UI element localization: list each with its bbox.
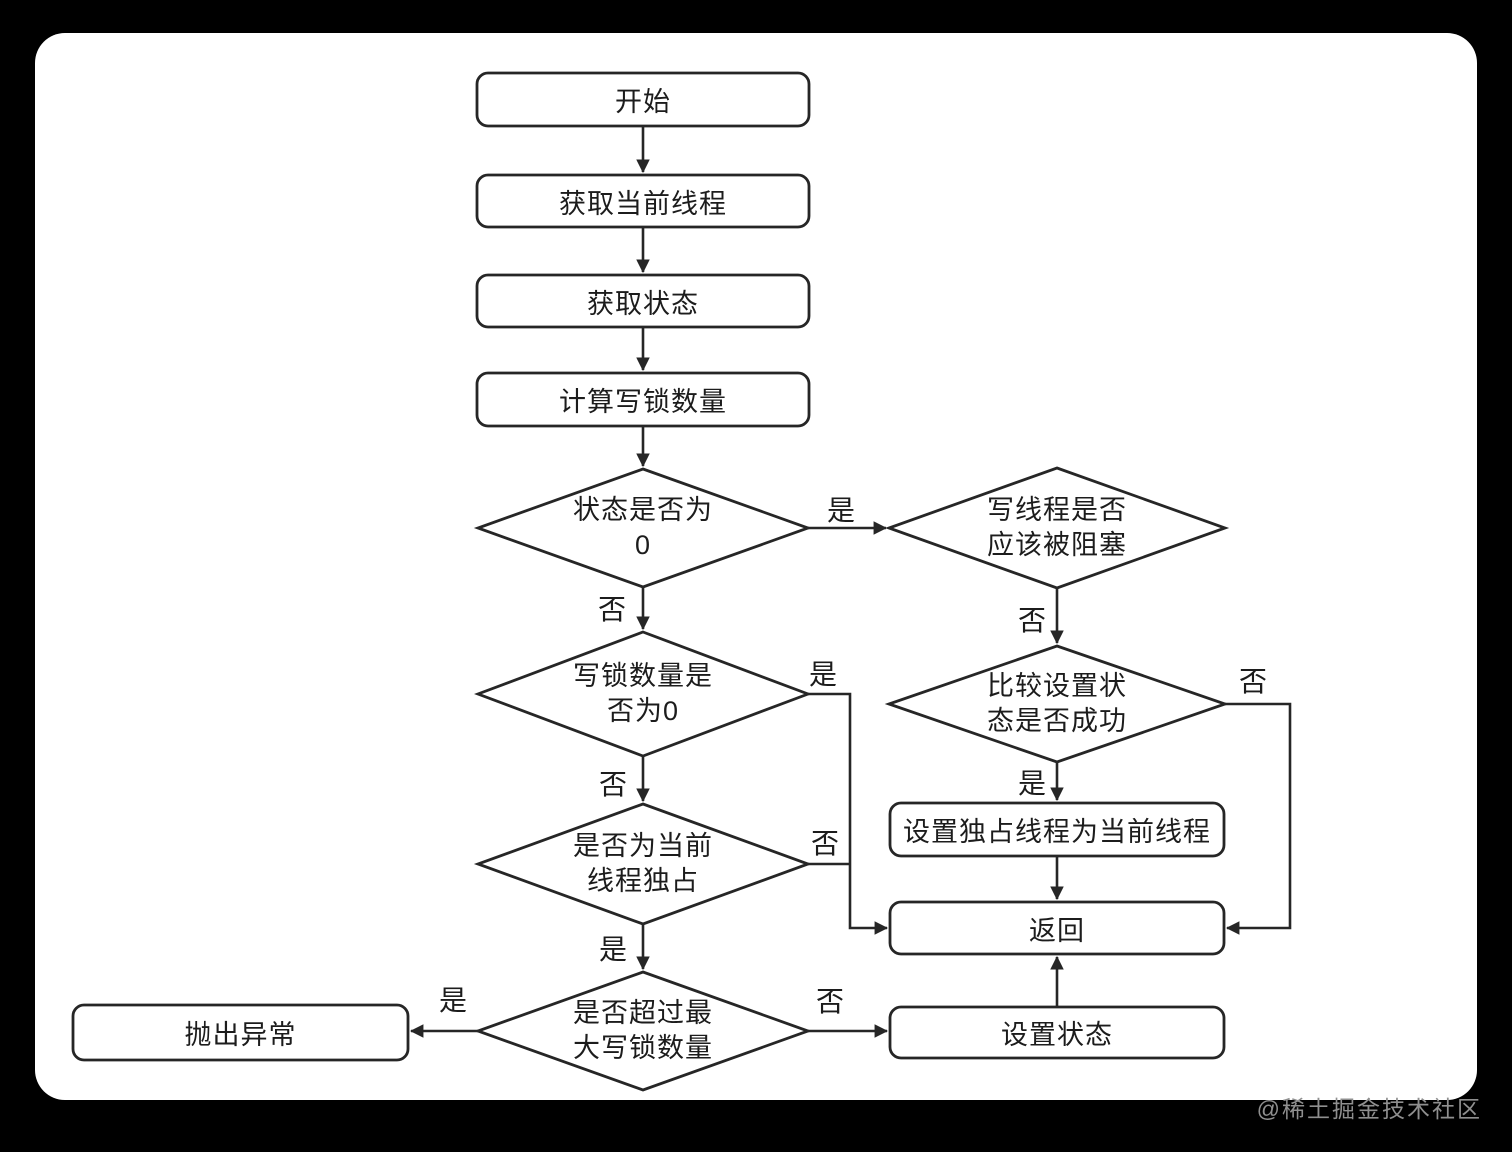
connector-write-count-zero-yes-to-return [808, 692, 889, 935]
node-is-write-count-zero-shape [474, 630, 812, 758]
connector-cas-no-to-return [1225, 702, 1292, 935]
node-get-thread-shape [475, 173, 811, 229]
node-set-exclusive-shape [888, 801, 1226, 858]
node-should-block-shape [884, 466, 1230, 590]
node-get-state-shape [475, 273, 811, 329]
node-cas-success-shape [884, 644, 1230, 764]
node-return-shape [888, 900, 1226, 956]
node-exceed-max-shape [473, 970, 813, 1092]
node-start-shape [475, 71, 811, 128]
node-calc-write-locks-shape [475, 371, 811, 428]
node-set-state-shape [888, 1005, 1226, 1060]
diagram-card: 开始 获取当前线程 获取状态 计算写锁数量 设置独占线程为当前线程 返回 抛出异… [35, 33, 1477, 1100]
node-is-current-exclusive-shape [473, 802, 813, 926]
node-throw-exception-shape [71, 1003, 410, 1062]
watermark: @稀土掘金技术社区 [1256, 1096, 1482, 1122]
flowchart-shapes [71, 71, 1292, 1092]
node-is-state-zero-shape [473, 467, 813, 589]
